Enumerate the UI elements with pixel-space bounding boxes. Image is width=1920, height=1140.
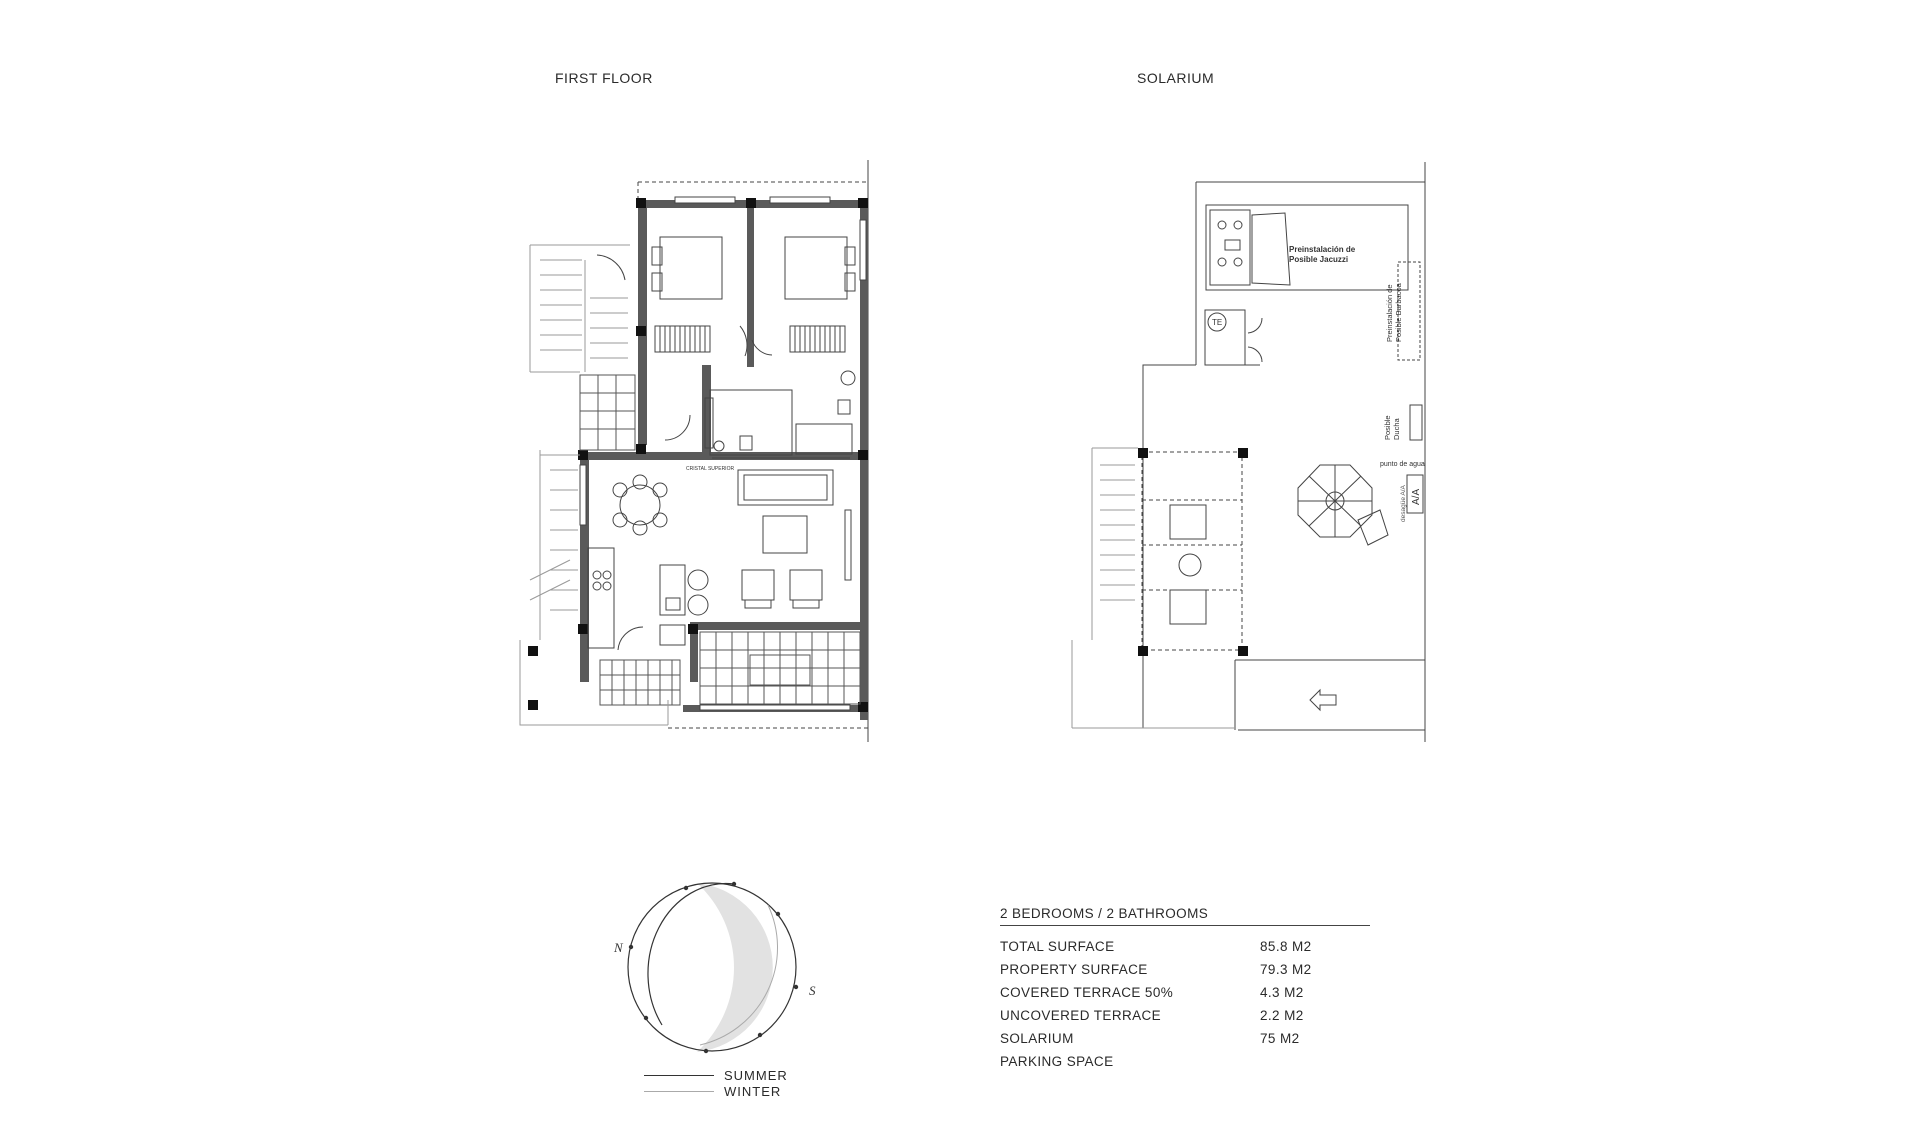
summary-row: PARKING SPACE	[1000, 1050, 1370, 1073]
jacuzzi-label-2: Posible Jacuzzi	[1289, 255, 1348, 264]
row-value: 4.3 M2	[1260, 985, 1304, 1000]
sun-path-diagram: N S	[613, 881, 816, 1054]
row-label: COVERED TERRACE 50%	[1000, 985, 1174, 1000]
row-value: 85.8 M2	[1260, 939, 1312, 954]
legend-winter: WINTER	[644, 1083, 788, 1099]
barbacoa-label-2: Posible Barbacoa	[1394, 282, 1403, 342]
compass-dots	[628, 881, 799, 1054]
north-label: N	[613, 940, 624, 955]
row-value: 79.3 M2	[1260, 962, 1312, 977]
bedroom-1	[651, 236, 723, 353]
umbrella-set	[1297, 464, 1389, 546]
compass-circle	[627, 882, 797, 1052]
summary-row: SOLARIUM 75 M2	[1000, 1027, 1370, 1050]
row-label: SOLARIUM	[1000, 1031, 1074, 1046]
row-value: 75 M2	[1260, 1031, 1300, 1046]
legend-summer-label: SUMMER	[724, 1067, 788, 1083]
columns	[528, 198, 868, 712]
winter-line-swatch	[644, 1090, 714, 1092]
summer-line-swatch	[644, 1074, 714, 1076]
summer-path	[647, 882, 735, 1026]
row-value	[1260, 1050, 1370, 1073]
legend-winter-label: WINTER	[724, 1083, 782, 1099]
solarium-outline	[1142, 162, 1426, 742]
te-circle	[1207, 312, 1227, 332]
solarium-stairs	[1071, 447, 1235, 729]
living-dining	[612, 469, 834, 616]
door-swings	[596, 254, 773, 651]
ducha-label-1: Posible	[1383, 415, 1392, 440]
first-floor-plan: CRISTAL SUPERIOR	[519, 160, 869, 742]
row-value: 2.2 M2	[1260, 1008, 1304, 1023]
row-label: TOTAL SURFACE	[1000, 939, 1115, 954]
aa-unit	[1406, 474, 1424, 514]
jacuzzi-area	[1205, 204, 1409, 291]
barbacoa-area	[1397, 261, 1421, 361]
solarium-plan: Preinstalación de Posible Jacuzzi TE Pre…	[1071, 162, 1426, 742]
desague-label: desagüe A/A	[1400, 484, 1407, 522]
solarium-title: SOLARIUM	[1137, 70, 1215, 86]
ducha-label-2: Ducha	[1392, 417, 1401, 440]
winter-sun-area	[697, 883, 773, 1052]
te-label: TE	[1212, 318, 1222, 327]
exterior-walls	[580, 200, 868, 720]
summary-row: UNCOVERED TERRACE 2.2 M2	[1000, 1004, 1370, 1027]
solarium-columns	[1138, 448, 1248, 656]
row-label: PROPERTY SURFACE	[1000, 962, 1148, 977]
south-label: S	[809, 983, 816, 998]
dashed-outline	[637, 181, 868, 729]
row-label: UNCOVERED TERRACE	[1000, 1008, 1162, 1023]
first-floor-title: FIRST FLOOR	[555, 70, 653, 86]
row-label: PARKING SPACE	[1000, 1054, 1114, 1069]
summary-row: COVERED TERRACE 50% 4.3 M2	[1000, 981, 1370, 1004]
exterior-stairs	[519, 244, 669, 726]
summary-row: TOTAL SURFACE 85.8 M2	[1000, 935, 1370, 958]
te-room	[1204, 309, 1246, 366]
entry-arrow-icon	[1309, 688, 1337, 712]
kitchen	[587, 547, 686, 649]
terrace-tiles	[579, 374, 861, 706]
summary-heading: 2 BEDROOMS / 2 BATHROOMS	[1000, 906, 1370, 926]
winter-path	[699, 904, 778, 1046]
bathrooms	[704, 370, 856, 459]
pergola	[1141, 451, 1243, 651]
windows	[579, 196, 867, 711]
summary-row: PROPERTY SURFACE 79.3 M2	[1000, 958, 1370, 981]
jacuzzi-label-1: Preinstalación de	[1289, 245, 1356, 254]
surface-summary: 2 BEDROOMS / 2 BATHROOMS TOTAL SURFACE 85…	[1000, 906, 1370, 1073]
te-doors	[1247, 317, 1263, 363]
legend-summer: SUMMER	[644, 1067, 788, 1083]
aa-label: A/A	[1411, 489, 1422, 505]
barbacoa-label-1: Preinstalación de	[1385, 284, 1394, 342]
cristal-label: CRISTAL SUPERIOR	[686, 466, 734, 472]
bedroom-2	[784, 236, 856, 353]
punto-agua-label: punto de agua	[1380, 461, 1425, 468]
ducha-area	[1409, 404, 1423, 441]
sun-legend: SUMMER WINTER	[644, 1067, 788, 1099]
